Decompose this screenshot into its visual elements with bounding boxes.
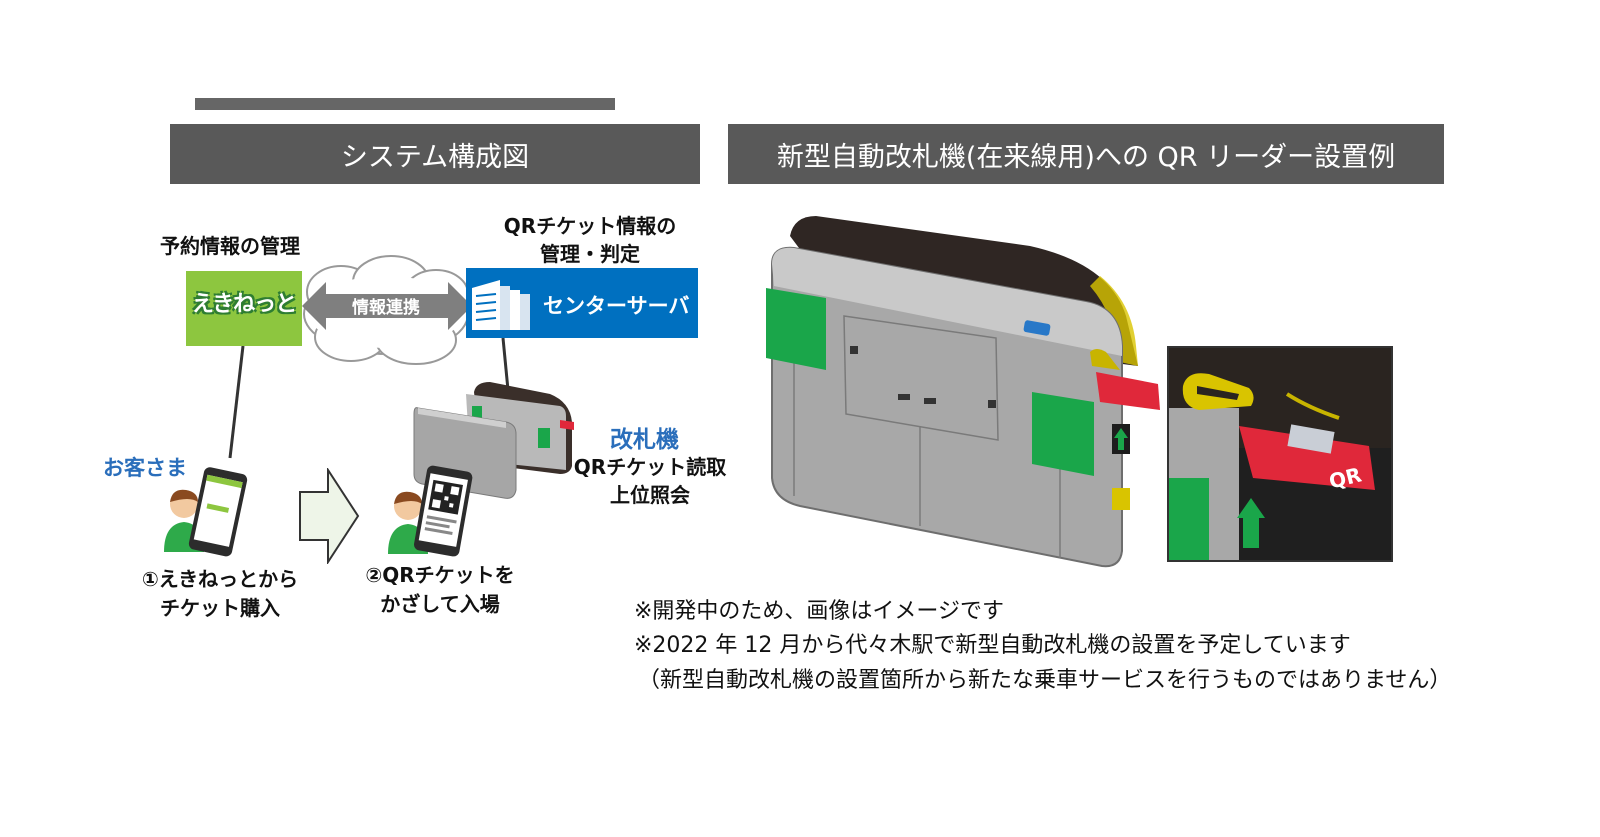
header-right-title: 新型自動改札機(在来線用)への QR リーダー設置例: [776, 141, 1396, 173]
qr-info-line-1: QRチケット情報の: [503, 214, 677, 238]
reservation-label: 予約情報の管理: [160, 234, 300, 258]
line-server-to-gate: [501, 337, 510, 391]
connector-lines: [228, 337, 510, 459]
qr-info-label: QRチケット情報の 管理・判定: [485, 212, 695, 268]
gate-desc: QRチケット読取 上位照会: [566, 453, 734, 509]
step2-line-1: ②QRチケットを: [365, 563, 515, 587]
ticket-gate-photo: [766, 216, 1160, 568]
note-line-3: （新型自動改札機の設置箇所から新たな乗車サービスを行うものではありません）: [638, 668, 1452, 693]
ekinet-box: [186, 271, 302, 346]
header-qr-reader-example: 新型自動改札機(在来線用)への QR リーダー設置例: [728, 124, 1444, 184]
smartphone-qr-icon: [414, 465, 473, 557]
step1-line-1: ①えきねっとから: [141, 567, 299, 591]
link-label: 情報連携: [352, 298, 420, 318]
step1-label: ①えきねっとから チケット購入: [120, 565, 320, 623]
smartphone-ekinet-icon: [188, 467, 248, 557]
note-line-1: ※開発中のため、画像はイメージです: [634, 599, 1004, 624]
qr-reader-zoom-inset: QR: [1167, 346, 1393, 562]
server-building-icon: [472, 280, 530, 330]
ekinet-logo: えきねっと: [191, 292, 297, 317]
gate-desc-line-2: 上位照会: [610, 483, 690, 507]
step2-line-2: かざして入場: [380, 592, 500, 616]
header-left-title: システム構成図: [340, 141, 530, 173]
server-label: センターサーバ: [543, 294, 690, 318]
line-ekinet-to-customer: [228, 345, 245, 459]
gate-title: 改札機: [610, 427, 679, 453]
qr-reader-closeup: [1169, 373, 1391, 560]
step2-label: ②QRチケットを かざして入場: [340, 561, 540, 619]
header-system-diagram: システム構成図: [170, 124, 700, 184]
gate-desc-line-1: QRチケット読取: [573, 455, 727, 479]
step1-line-2: チケット購入: [160, 596, 280, 620]
flow-arrow-icon: [299, 468, 360, 564]
note-line-2: ※2022 年 12 月から代々木駅で新型自動改札機の設置を予定しています: [634, 633, 1351, 658]
link-arrow-icon: [302, 282, 472, 330]
customer-label: お客さま: [103, 456, 187, 480]
qr-info-line-2: 管理・判定: [540, 242, 640, 266]
cropped-text-line: [195, 98, 615, 110]
